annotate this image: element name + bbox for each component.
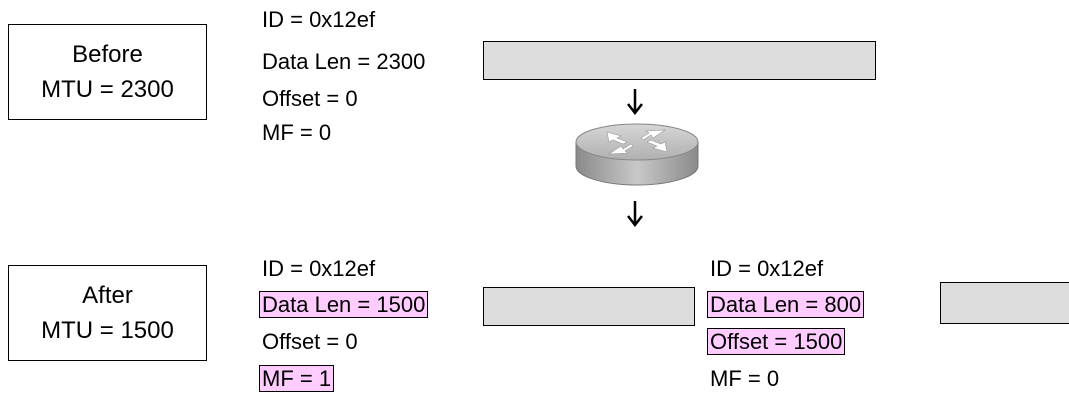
before-label: Before — [72, 41, 143, 68]
before-offset: Offset = 0 — [262, 86, 358, 111]
before-data-len: Data Len = 2300 — [262, 49, 426, 74]
frag2-id: ID = 0x12ef — [710, 256, 824, 281]
frag1-data-len-highlight: Data Len = 1500 — [259, 291, 429, 318]
after-label-box: After MTU = 1500 — [8, 265, 207, 361]
frag1-mf: MF = 1 — [259, 364, 335, 394]
frag2-offset: Offset = 1500 — [707, 327, 846, 357]
frag1-data-len: Data Len = 1500 — [259, 290, 429, 320]
frag2-data-len-highlight: Data Len = 800 — [707, 291, 865, 318]
after-label: After — [82, 282, 133, 309]
frag1-offset: Offset = 0 — [262, 329, 358, 354]
frag2-packet-bar — [940, 282, 1069, 324]
frag2-mf: MF = 0 — [710, 366, 780, 391]
frag2-data-len: Data Len = 800 — [707, 290, 865, 320]
arrow-down-icon — [627, 89, 643, 116]
frag1-id: ID = 0x12ef — [262, 256, 376, 281]
before-id: ID = 0x12ef — [262, 7, 376, 32]
frag1-mf-highlight: MF = 1 — [259, 365, 335, 392]
before-label-box: Before MTU = 2300 — [8, 24, 207, 120]
frag2-offset-highlight: Offset = 1500 — [707, 328, 846, 355]
before-mf: MF = 0 — [262, 120, 332, 145]
arrow-down-icon — [627, 201, 643, 228]
before-packet-bar — [483, 41, 876, 80]
router-icon — [575, 123, 699, 186]
before-mtu: MTU = 2300 — [41, 76, 174, 103]
after-mtu: MTU = 1500 — [41, 317, 174, 344]
frag1-packet-bar — [483, 287, 695, 326]
